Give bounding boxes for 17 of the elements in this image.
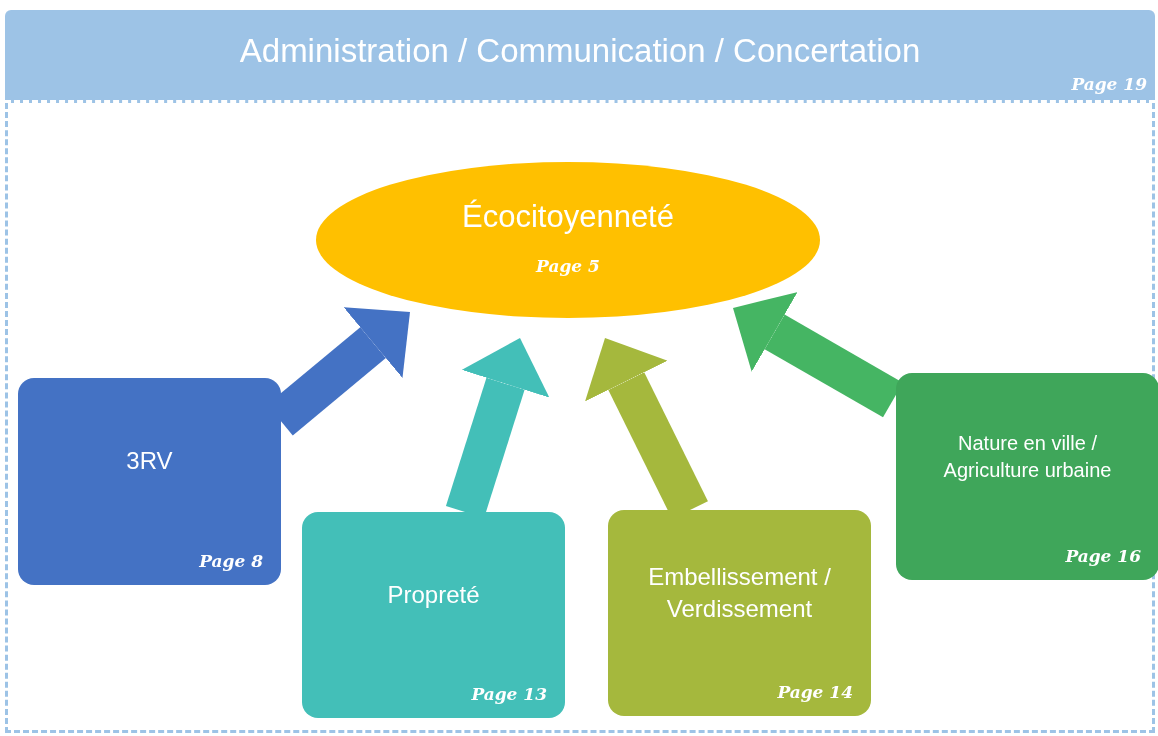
node-title: Propreté [386, 579, 481, 610]
page-reference: Page 8 [199, 551, 263, 571]
topic-box [896, 373, 1158, 580]
title-text: Administration / Communication / Concertation [238, 32, 922, 70]
topic-box [608, 510, 871, 716]
node-title: 3RV [125, 446, 174, 477]
dashed-frame [5, 103, 1155, 733]
topic-box [18, 378, 281, 585]
node-title: Nature en ville / Agriculture urbaine [942, 430, 1113, 483]
page-reference: Page 14 [777, 682, 853, 702]
page-reference: Page 16 [1065, 546, 1141, 566]
page-reference: Page 19 [1071, 74, 1147, 94]
node-title: Embellissement / Verdissement [647, 561, 832, 624]
page-reference: Page 13 [471, 684, 547, 704]
topic-box [302, 512, 565, 718]
page-reference: Page 5 [534, 256, 601, 276]
node-title: Écocitoyenneté [461, 198, 675, 236]
